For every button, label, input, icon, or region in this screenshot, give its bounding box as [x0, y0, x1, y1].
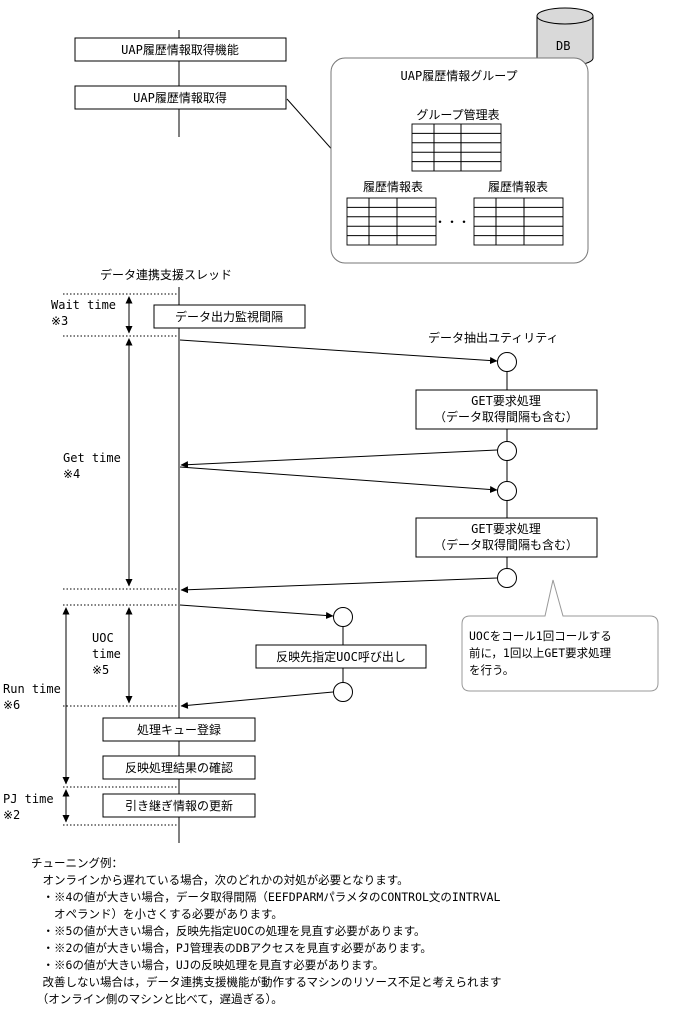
wait-time-note: ※3: [51, 314, 68, 328]
uoc-call-label: 反映先指定UOC呼び出し: [276, 649, 406, 664]
utility-title: データ抽出ユティリティ: [428, 330, 559, 345]
get-response-arrow-2: [180, 577, 498, 594]
tuning-line-1: チューニング例：: [31, 856, 123, 870]
run-time-note: ※6: [3, 698, 20, 712]
tuning-line-4: オペランド）を小さくする必要があります。: [31, 907, 283, 921]
group-management-table: [411, 123, 502, 172]
uoc-call-arrow: [179, 604, 334, 619]
tuning-line-8: 改善しない場合は，データ連携支援機能が動作するマシンのリソース不足と考えられます: [31, 975, 501, 989]
update-info-label: 引き継ぎ情報の更新: [125, 798, 233, 813]
db-cylinder-icon: [536, 7, 594, 67]
queue-register-box: [102, 717, 256, 742]
callout-line-2: 前に，1回以上GET要求処理: [469, 646, 612, 660]
get-request-box-2: [415, 517, 598, 558]
get-time-note: ※4: [63, 467, 80, 481]
monitor-interval-label: データ出力監視間隔: [175, 309, 283, 324]
get-time-label: Get time: [63, 451, 121, 465]
uoc-node-end: [333, 682, 353, 702]
utility-node-3: [497, 481, 517, 501]
history-table-2-title: 履歴情報表: [488, 180, 548, 194]
function-box: [74, 37, 287, 62]
tuning-line-3: ・※4の値が大きい場合，データ取得間隔（EEFDPARMパラメタのCONTROL…: [31, 890, 500, 904]
uoc-time-note: ※5: [92, 663, 109, 677]
tuning-line-7: ・※6の値が大きい場合，UJの反映処理を見直す必要があります。: [31, 958, 384, 972]
queue-register-label: 処理キュー登録: [137, 722, 221, 737]
uoc-node-start: [333, 607, 353, 627]
confirm-result-box: [102, 755, 256, 780]
callout-line-3: を行う。: [469, 663, 514, 677]
uoc-time-label-1: UOC: [92, 631, 114, 645]
callout-line-1: UOCをコール1回コールする: [469, 629, 612, 643]
wait-time-label: Wait time: [51, 298, 116, 312]
tuning-line-5: ・※5の値が大きい場合，反映先指定UOCの処理を見直す必要があります。: [31, 924, 426, 938]
uoc-call-box: [255, 644, 427, 669]
tuning-line-9: （オンライン側のマシンと比べて，遅過ぎる）。: [31, 992, 283, 1006]
get-request-arrow-2: [179, 466, 498, 493]
callout-note: [461, 579, 659, 692]
group-title: UAP履歴情報グループ: [401, 69, 518, 83]
history-table-1: [346, 197, 437, 246]
history-table-2: [473, 197, 564, 246]
get-request-box-1: [415, 389, 598, 430]
confirm-result-label: 反映処理結果の確認: [125, 760, 233, 775]
pj-time-label: PJ time: [3, 792, 54, 806]
mgmt-table-title: グループ管理表: [416, 107, 499, 122]
get-request-arrow-1: [179, 339, 498, 365]
get-request-2-title: GET要求処理: [471, 522, 541, 536]
db-label: DB: [556, 39, 570, 53]
pj-time-note: ※2: [3, 808, 20, 822]
tuning-line-2: オンラインから遅れている場合，次のどれかの対処が必要となります。: [31, 873, 409, 887]
get-request-2-sub: （データ取得間隔も含む）: [434, 537, 578, 552]
run-time-label: Run time: [3, 682, 61, 696]
uoc-time-label-2: time: [92, 647, 121, 661]
acquire-box: [74, 85, 287, 110]
uoc-return-arrow: [180, 691, 334, 709]
get-response-arrow-1: [180, 449, 498, 469]
table-ellipsis: ・・・: [434, 215, 470, 229]
utility-node-2: [497, 441, 517, 461]
thread-title: データ連携支援スレッド: [100, 267, 232, 282]
get-request-1-title: GET要求処理: [471, 394, 541, 408]
utility-node-4: [497, 568, 517, 588]
tuning-line-6: ・※2の値が大きい場合，PJ管理表のDBアクセスを見直す必要があります。: [31, 941, 432, 955]
function-box-label: UAP履歴情報取得機能: [121, 42, 239, 57]
utility-node-1: [497, 352, 517, 372]
update-info-box: [102, 793, 256, 818]
get-request-1-sub: （データ取得間隔も含む）: [434, 409, 578, 424]
acquire-box-label: UAP履歴情報取得: [133, 90, 227, 105]
monitor-interval-box: [153, 304, 306, 329]
history-table-1-title: 履歴情報表: [363, 180, 423, 194]
